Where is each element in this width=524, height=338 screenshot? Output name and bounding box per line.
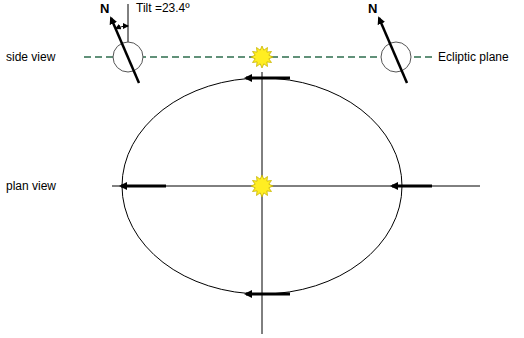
earth-axis [111, 18, 139, 83]
view-label: plan view [6, 179, 56, 193]
sun [251, 46, 273, 68]
axis-line [112, 186, 480, 187]
north-label: N [368, 2, 377, 16]
motion-arrow [392, 185, 432, 188]
motion-arrow [246, 77, 290, 80]
tilt-label: Tilt =23.4º [136, 1, 190, 15]
vertical-reference [128, 4, 129, 44]
sun [251, 175, 273, 197]
orbit-ellipse [122, 78, 402, 294]
sun-shape [251, 175, 273, 197]
motion-arrow [246, 293, 290, 296]
earth-axis [379, 18, 407, 83]
north-label: N [100, 2, 109, 16]
sun-shape [251, 46, 273, 68]
motion-arrow [121, 185, 166, 188]
plane-label: Ecliptic plane [436, 50, 511, 64]
view-label: side view [6, 50, 55, 64]
tilt-arc [116, 26, 128, 29]
